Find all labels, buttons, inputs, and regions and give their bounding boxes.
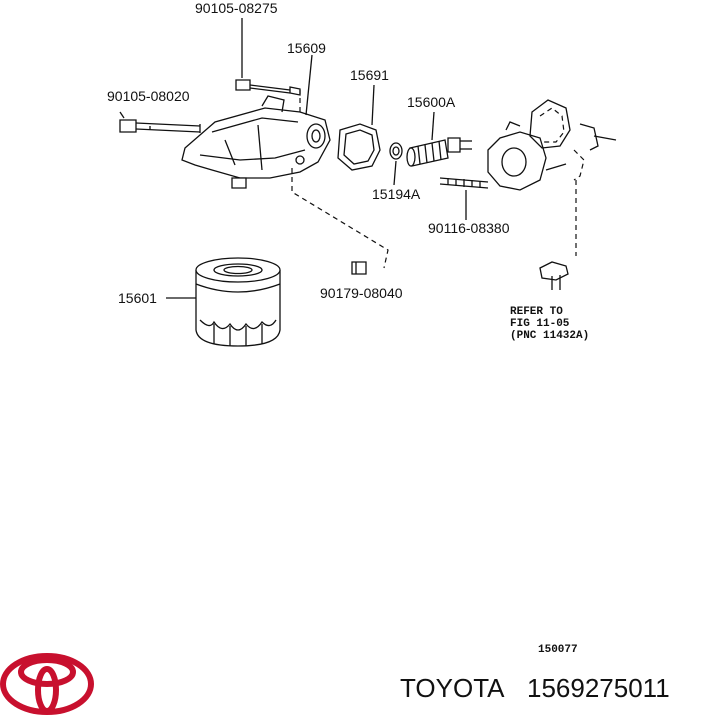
refer-line-3: (PNC 11432A): [510, 330, 589, 342]
drain-plug: [539, 261, 569, 290]
gasket-15691: [337, 123, 381, 171]
label-90105-08020: 90105-08020: [107, 88, 190, 104]
label-15601: 15601: [118, 290, 157, 306]
refer-line-1: REFER TO: [510, 306, 563, 318]
bolt-90105-08020: [119, 111, 201, 133]
oil-filter-15601: [195, 257, 281, 347]
union-15600A: [406, 139, 449, 167]
bolt-90105-08275: [235, 18, 301, 96]
label-15691: 15691: [350, 67, 389, 83]
brand-name: TOYOTA: [400, 673, 505, 703]
label-90179-08040: 90179-08040: [320, 285, 403, 301]
label-15194A: 15194A: [372, 186, 421, 202]
stud-90116-08380: [439, 177, 489, 189]
figure-number: 150077: [538, 644, 578, 656]
label-90116-08380: 90116-08380: [428, 220, 510, 236]
plug-90179-08040: [351, 261, 367, 275]
label-90105-08275: 90105-08275: [195, 0, 278, 16]
refer-line-2: FIG 11-05: [510, 318, 570, 330]
label-15600A: 15600A: [407, 94, 456, 110]
label-15609: 15609: [287, 40, 326, 56]
engine-block-mount: [447, 99, 617, 256]
toyota-logo-icon: [0, 653, 94, 715]
brand-part-number: 1569275011: [527, 673, 670, 703]
filter-bracket-15609: [181, 95, 331, 189]
oring-15194A: [389, 142, 403, 160]
